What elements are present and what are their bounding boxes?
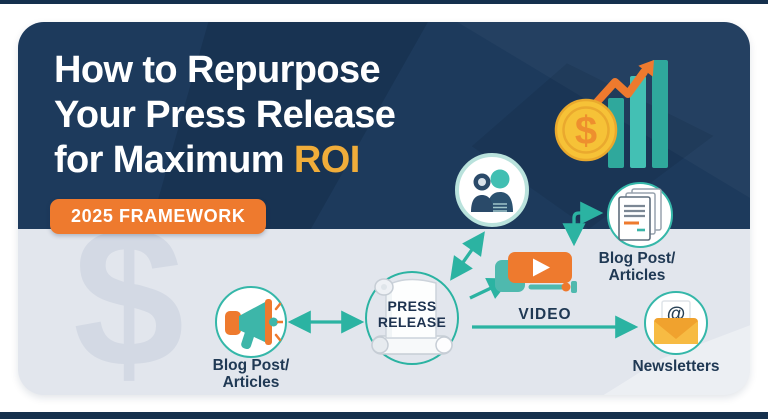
title-line: Your Press Release <box>54 94 396 136</box>
video-player-icon <box>495 252 577 293</box>
coin-dollar-symbol: $ <box>575 109 597 153</box>
coin-dollar-icon: $ <box>554 98 618 162</box>
node-blog-post-articles-right <box>607 182 673 248</box>
press-release-ring <box>365 271 459 365</box>
bar <box>652 60 668 168</box>
growth-arrow-icon <box>593 60 654 106</box>
newsletter-email-icon: @ <box>654 300 698 344</box>
label-line: Articles <box>222 374 280 391</box>
label-line: Blog Post/ <box>598 250 676 267</box>
press-release-line: RELEASE <box>377 314 447 330</box>
press-release-label: PRESS RELEASE <box>366 298 458 330</box>
node-video <box>495 250 579 305</box>
bar <box>630 76 646 168</box>
label-blog-post-articles-right: Blog Post/ Articles <box>582 250 692 284</box>
infographic-card: How to Repurpose Your Press Release for … <box>18 22 750 395</box>
label-line: Blog Post/ <box>212 357 290 374</box>
label-blog-post-articles-left: Blog Post/ Articles <box>191 357 311 391</box>
megaphone-icon <box>225 299 283 350</box>
press-release-scroll-icon <box>366 274 458 367</box>
roi-illustration: $ <box>548 38 718 193</box>
label-line: Articles <box>608 267 666 284</box>
scroll-graphic <box>371 278 453 355</box>
bottom-edge-bar <box>0 412 768 419</box>
top-edge-bar <box>0 0 768 4</box>
page-title: How to Repurpose Your Press Release for … <box>54 48 396 183</box>
node-blog-post-articles-left <box>215 286 287 358</box>
title-line: How to Repurpose <box>54 49 381 91</box>
bar-chart-icon: $ <box>554 60 668 168</box>
node-people <box>455 153 529 227</box>
label-video: VIDEO <box>518 306 572 323</box>
node-newsletters: @ <box>644 291 708 355</box>
title-line-prefix: for Maximum <box>54 139 284 181</box>
documents-stack-icon <box>618 188 662 241</box>
framework-badge: 2025 FRAMEWORK <box>50 199 267 234</box>
arrow-press-people <box>450 231 485 281</box>
people-audience-icon <box>471 169 513 212</box>
press-release-line: PRESS <box>387 298 437 314</box>
label-newsletters: Newsletters <box>632 358 720 375</box>
header-section <box>18 22 750 229</box>
roi-highlight: ROI <box>293 139 360 181</box>
